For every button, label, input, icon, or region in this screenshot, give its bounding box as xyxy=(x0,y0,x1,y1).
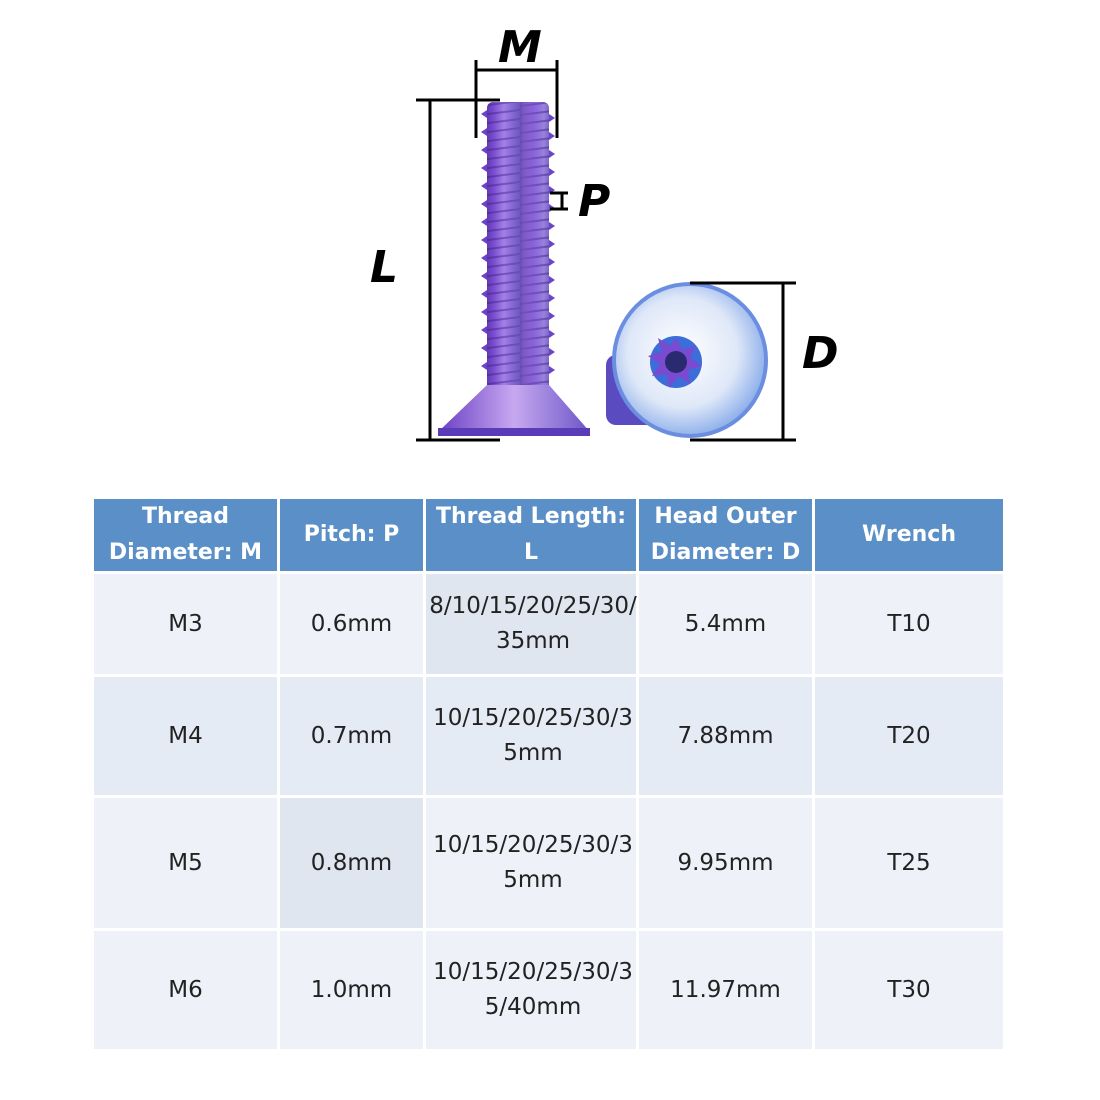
cell-thread-length-text: 10/15/20/25/30/35mm xyxy=(433,705,633,766)
cell-wrench: T25 xyxy=(815,798,1003,928)
table-row: M3 0.6mm 8/10/15/20/25/30/35mm 5.4mm T10 xyxy=(94,574,1003,674)
table-header-row: Thread Diameter: M Pitch: P Thread Lengt… xyxy=(94,499,1003,571)
cell-thread-length: 10/15/20/25/30/35/40mm xyxy=(426,931,636,1049)
cell-thread-length: 10/15/20/25/30/35mm xyxy=(426,677,636,795)
cell-thread-length-text: 10/15/20/25/30/35mm xyxy=(433,832,633,893)
cell-pitch: 0.8mm xyxy=(280,798,423,928)
header-wrench: Wrench xyxy=(815,499,1003,571)
spec-table: Thread Diameter: M Pitch: P Thread Lengt… xyxy=(91,496,1006,1052)
cell-thread-diameter: M5 xyxy=(94,798,277,928)
table-row: M5 0.8mm 10/15/20/25/30/35mm 9.95mm T25 xyxy=(94,798,1003,928)
cell-thread-length-text: 10/15/20/25/30/35/40mm xyxy=(433,959,633,1020)
label-thread-length: L xyxy=(370,242,399,293)
cell-head-diameter: 9.95mm xyxy=(639,798,812,928)
screw-drawing xyxy=(416,60,796,442)
cell-thread-length: 8/10/15/20/25/30/35mm xyxy=(426,574,637,674)
cell-thread-length: 10/15/20/25/30/35mm xyxy=(426,798,636,928)
cell-head-diameter: 11.97mm xyxy=(639,931,812,1049)
header-head-diameter: Head Outer Diameter: D xyxy=(639,499,812,571)
screw-illustration: M P L D xyxy=(0,0,1100,470)
label-head-diameter: D xyxy=(802,328,839,379)
table-row: M6 1.0mm 10/15/20/25/30/35/40mm 11.97mm … xyxy=(94,931,1003,1049)
cell-pitch: 0.6mm xyxy=(280,574,423,674)
screw-head-view xyxy=(606,282,768,438)
table-row: M4 0.7mm 10/15/20/25/30/35mm 7.88mm T20 xyxy=(94,677,1003,795)
cell-thread-diameter: M6 xyxy=(94,931,277,1049)
cell-wrench: T30 xyxy=(815,931,1003,1049)
label-pitch: P xyxy=(578,176,611,227)
header-thread-length: Thread Length: L xyxy=(426,499,636,571)
header-pitch: Pitch: P xyxy=(280,499,423,571)
cell-thread-diameter: M4 xyxy=(94,677,277,795)
screw-side-view xyxy=(438,102,590,436)
header-thread-diameter: Thread Diameter: M xyxy=(94,499,277,571)
label-thread-diameter: M xyxy=(498,22,542,73)
cell-wrench: T20 xyxy=(815,677,1003,795)
dimension-lines xyxy=(416,60,796,442)
cell-pitch: 1.0mm xyxy=(280,931,423,1049)
cell-head-diameter: 5.4mm xyxy=(639,574,812,674)
cell-head-diameter: 7.88mm xyxy=(639,677,812,795)
cell-thread-diameter: M3 xyxy=(94,574,277,674)
cell-thread-length-text: 8/10/15/20/25/30/35mm xyxy=(429,593,637,654)
cell-pitch: 0.7mm xyxy=(280,677,423,795)
cell-wrench: T10 xyxy=(815,574,1003,674)
